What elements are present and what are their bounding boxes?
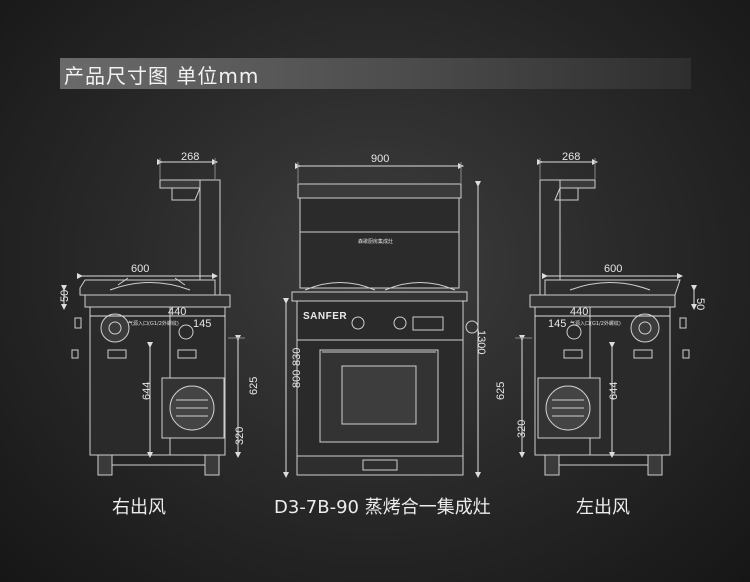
left-body-height: 644 bbox=[608, 382, 620, 400]
left-gas-label: 气源入口(G1/2外螺纹) bbox=[570, 320, 621, 327]
front-total-height: 1300 bbox=[475, 330, 487, 354]
left-top-width: 268 bbox=[562, 151, 580, 163]
left-outlet-offset: 145 bbox=[548, 318, 566, 330]
left-outlet-height: 625 bbox=[495, 382, 507, 400]
title-bar: 产品尺寸图 单位mm bbox=[60, 58, 691, 89]
left-body-depth: 440 bbox=[570, 306, 588, 318]
right-body-depth: 440 bbox=[168, 306, 186, 318]
brand-logo: SANFER bbox=[303, 311, 347, 322]
front-view-caption: D3-7B-90 蒸烤合一集成灶 bbox=[274, 497, 491, 518]
right-hob-width: 600 bbox=[131, 263, 149, 275]
right-outlet-bottom: 320 bbox=[234, 427, 246, 445]
page-title: 产品尺寸图 单位mm bbox=[64, 64, 260, 88]
right-top-width: 268 bbox=[181, 151, 199, 163]
right-outlet-height: 625 bbox=[248, 377, 260, 395]
front-view bbox=[283, 162, 481, 478]
right-outlet-view bbox=[61, 158, 245, 476]
front-counter-height: 800-830 bbox=[291, 348, 303, 388]
left-outlet-bottom: 320 bbox=[516, 420, 528, 438]
right-outlet-offset: 145 bbox=[193, 318, 211, 330]
left-panel-thickness: 50 bbox=[694, 298, 706, 310]
right-body-height: 644 bbox=[141, 382, 153, 400]
front-width: 900 bbox=[371, 153, 389, 165]
right-gas-label: 气源入口(G1/2外螺纹) bbox=[128, 320, 179, 327]
left-outlet-caption: 左出风 bbox=[576, 497, 630, 518]
right-panel-thickness: 50 bbox=[59, 290, 71, 302]
left-hob-width: 600 bbox=[604, 263, 622, 275]
left-outlet-view bbox=[515, 158, 697, 476]
hood-label: 森歌厨房集成灶 bbox=[358, 238, 393, 245]
right-outlet-caption: 右出风 bbox=[112, 497, 166, 518]
